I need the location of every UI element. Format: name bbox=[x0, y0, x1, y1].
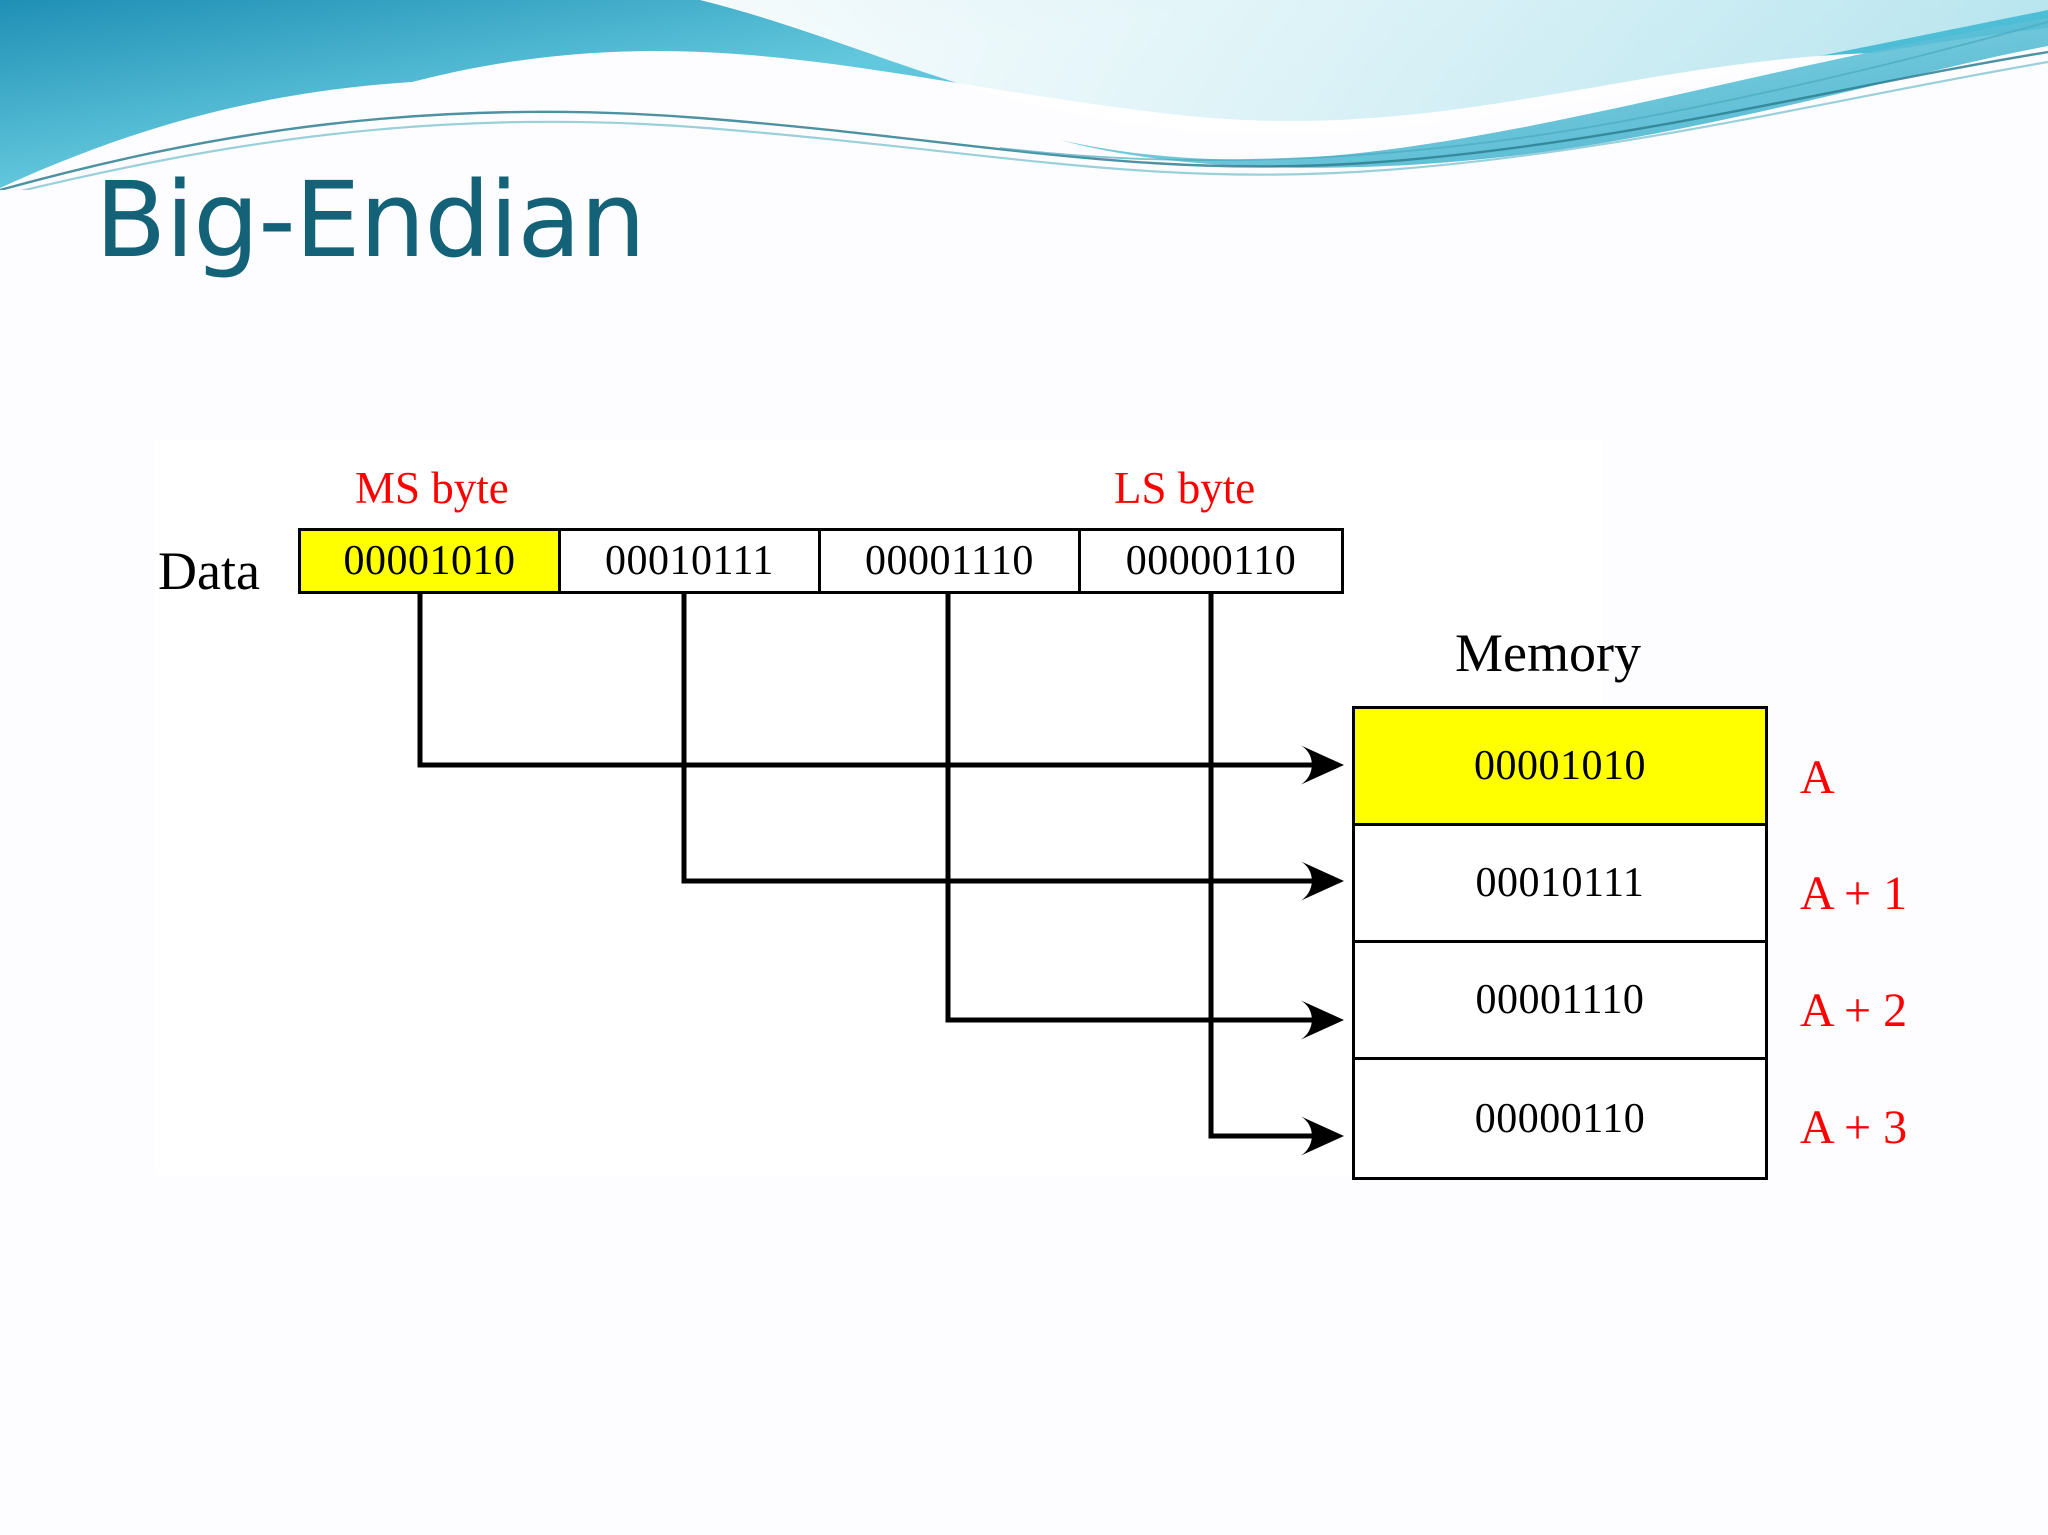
data-byte-cell: 00000110 bbox=[1081, 531, 1341, 591]
memory-row: 00001110 bbox=[1355, 943, 1765, 1060]
memory-address-label: A + 2 bbox=[1800, 984, 1908, 1037]
data-byte-row: 00001010 00010111 00001110 00000110 bbox=[298, 528, 1344, 594]
data-caption: Data bbox=[158, 541, 260, 601]
wave-thin-line-3 bbox=[999, 21, 2048, 162]
data-byte-cell: 00001010 bbox=[301, 531, 561, 591]
data-byte-cell: 00010111 bbox=[561, 531, 821, 591]
data-byte-cell: 00001110 bbox=[821, 531, 1081, 591]
memory-address-label: A + 1 bbox=[1800, 867, 1908, 920]
memory-address-label: A bbox=[1800, 751, 1835, 804]
memory-address-label: A + 3 bbox=[1800, 1101, 1908, 1154]
ls-byte-label: LS byte bbox=[1114, 463, 1256, 513]
memory-table: 00001010 00010111 00001110 00000110 bbox=[1352, 706, 1768, 1180]
memory-row: 00010111 bbox=[1355, 826, 1765, 943]
memory-row: 00000110 bbox=[1355, 1060, 1765, 1177]
memory-row: 00001010 bbox=[1355, 709, 1765, 826]
wave-white-swoosh bbox=[700, 0, 2048, 135]
memory-title: Memory bbox=[1455, 623, 1641, 683]
ms-byte-label: MS byte bbox=[355, 463, 509, 513]
page-title: Big-Endian bbox=[95, 159, 646, 281]
wave-teal-ribbon bbox=[1060, 18, 2048, 168]
